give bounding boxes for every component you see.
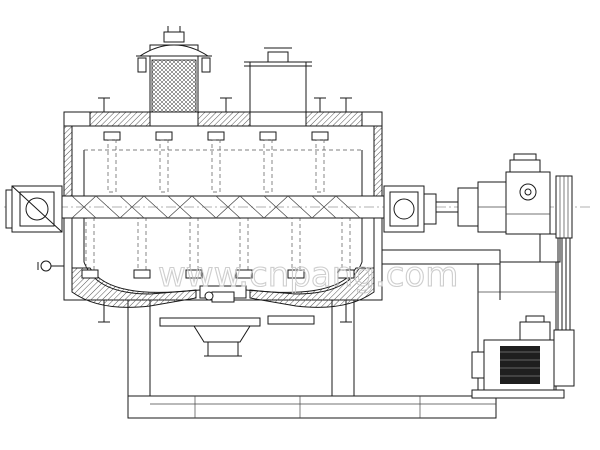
- bottom-nozzles: [98, 300, 352, 323]
- left-bearing-housing: [5, 185, 63, 233]
- watermark-url: www.cnpang.com: [158, 255, 458, 295]
- right-bearing-housing: [383, 185, 437, 233]
- drive-pulley: [553, 175, 575, 387]
- sight-glass: [37, 260, 64, 272]
- discharge-valve: [159, 285, 315, 357]
- motor: [471, 315, 555, 391]
- vent-dome: [136, 26, 212, 116]
- gearbox: [457, 153, 561, 263]
- watermark: www.cnpang.com: [157, 254, 458, 295]
- agitator-arms: [81, 131, 355, 279]
- top-nozzles: [98, 97, 352, 112]
